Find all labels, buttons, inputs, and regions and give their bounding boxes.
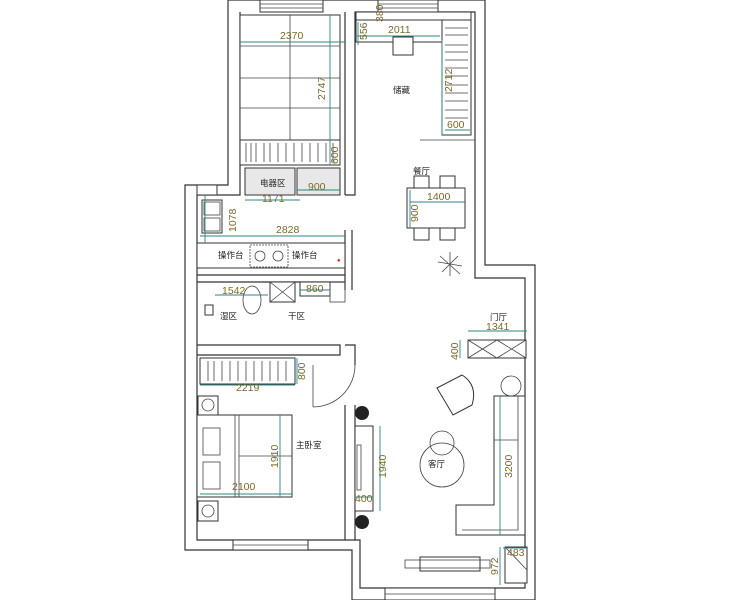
room-label-foyer: 门厅 <box>490 312 508 323</box>
dim-corner-cabinet-length: 972 <box>489 557 501 575</box>
corner-cabinet <box>504 546 528 584</box>
dimension-lines <box>200 15 527 585</box>
sofa <box>455 375 526 536</box>
window-bedroom <box>232 539 309 551</box>
dim-kitchen-depth: 1078 <box>227 208 239 232</box>
window-top-left <box>259 0 324 13</box>
coffee-table <box>419 430 465 488</box>
window-living <box>384 587 496 600</box>
dim-wardrobe-depth: 800 <box>296 362 308 380</box>
room-label-appliance-area: 电器区 <box>260 178 286 189</box>
dim-appliance-span: 1171 <box>262 193 285 205</box>
dim-bed-width: 2100 <box>232 481 256 493</box>
room-label-dining: 餐厅 <box>413 167 431 177</box>
storage-shelf-top <box>355 11 472 56</box>
room-label-wet-area: 湿区 <box>220 311 238 322</box>
dining-table <box>406 175 466 241</box>
drawer-unit <box>239 139 341 166</box>
tall-cabinets <box>239 14 341 141</box>
room-label-dry-area: 干区 <box>288 312 306 322</box>
dim-drawer-depth: 600 <box>329 146 341 164</box>
dim-cabinet-width: 2370 <box>280 30 304 42</box>
kitchen-counter: 操作台 操作台 ● <box>196 242 346 269</box>
svg-text:●: ● <box>337 258 341 264</box>
room-label-living-room: 客厅 <box>428 459 446 470</box>
room-label-counter-left: 操作台 <box>218 250 244 261</box>
room-label-master-bedroom: 主卧室 <box>296 440 322 451</box>
room-label-storage: 储藏 <box>393 85 411 96</box>
window-kitchen <box>196 184 218 196</box>
tv-unit <box>354 425 374 512</box>
wardrobe <box>199 357 296 385</box>
nightstand-lamp-icon <box>197 395 219 522</box>
kitchen-sink <box>201 199 223 234</box>
dim-storage-side-depth: 600 <box>447 119 465 131</box>
room-label-counter-right: 操作台 <box>292 250 318 261</box>
dim-dining-table-width: 1400 <box>427 191 451 203</box>
dim-bath-width: 1542 <box>222 285 246 297</box>
dim-storage-corner: 380 <box>374 4 386 22</box>
storage-shelf-side <box>420 19 475 141</box>
dim-appliance-width: 900 <box>308 181 326 193</box>
bench <box>404 556 491 572</box>
plant-icon <box>355 406 369 529</box>
dim-kitchen-counter-length: 2828 <box>276 224 300 236</box>
plant-icon <box>437 252 463 276</box>
stove-burner-icon <box>254 250 266 262</box>
dim-cabinet-height: 2747 <box>316 76 328 100</box>
stove-burner-icon <box>272 250 284 262</box>
dim-storage-top-width: 2011 <box>388 24 411 36</box>
dim-storage-top-depth: 556 <box>358 22 370 40</box>
dim-corner-cabinet-width: 483 <box>507 547 525 559</box>
dim-bed-length: 1910 <box>269 444 281 468</box>
dim-wardrobe-width: 2219 <box>236 382 260 394</box>
window-top-right <box>377 0 439 13</box>
dim-storage-side-length: 2712 <box>443 68 455 92</box>
dim-dining-table-depth: 900 <box>409 204 421 222</box>
foyer-cabinet <box>467 339 527 359</box>
bed <box>196 414 293 498</box>
dimension-labels: 2370 2747 600 556 380 2011 2712 600 900 … <box>222 4 525 575</box>
dim-tv-unit-length: 1940 <box>377 454 389 478</box>
dim-foyer-cabinet-depth: 400 <box>449 342 461 360</box>
dim-bath-basin: 860 <box>306 283 324 295</box>
bathroom-fixtures <box>204 281 346 316</box>
dim-tv-unit-depth: 400 <box>355 493 373 505</box>
dim-sofa-length: 3200 <box>503 454 515 478</box>
armchair <box>436 374 475 416</box>
dim-foyer-cabinet-width: 1341 <box>486 321 510 333</box>
appliance-area: 电器区 <box>244 167 341 196</box>
